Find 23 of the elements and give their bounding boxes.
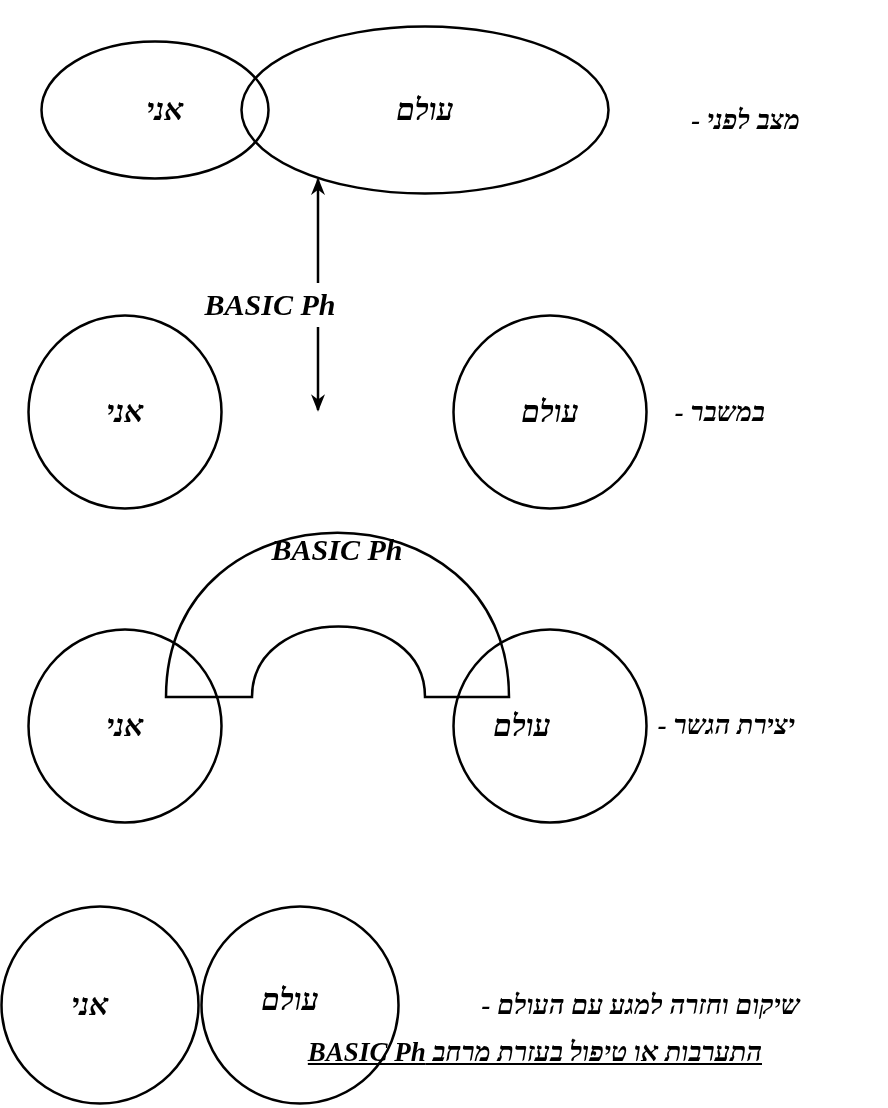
ellipse	[40, 40, 270, 180]
shape-label: עולם	[521, 395, 579, 429]
stage-label: מצב לפני -	[691, 104, 800, 136]
shape-label: BASIC Ph	[271, 533, 403, 567]
shape-label: אני	[71, 988, 109, 1022]
arrow	[311, 177, 325, 283]
circle	[452, 628, 648, 824]
stage-label: יצירת הגשר -	[657, 709, 795, 741]
model-label: BASIC Ph	[204, 288, 336, 322]
circle	[452, 314, 648, 510]
shape-label: עולם	[493, 709, 551, 743]
stage-label: במשבר -	[674, 396, 765, 428]
shape-label: אני	[106, 709, 144, 743]
circle	[0, 905, 200, 1105]
ellipse	[240, 25, 610, 195]
arrow	[311, 327, 325, 412]
circle	[27, 314, 223, 510]
shape-label: אני	[146, 93, 184, 127]
stage-label: שיקום וחזרה למגע עם העולם -	[481, 989, 800, 1021]
shape-label: עולם	[396, 93, 454, 127]
circle	[27, 628, 223, 824]
shape-label: עולם	[261, 983, 319, 1017]
shape-label: אני	[106, 395, 144, 429]
